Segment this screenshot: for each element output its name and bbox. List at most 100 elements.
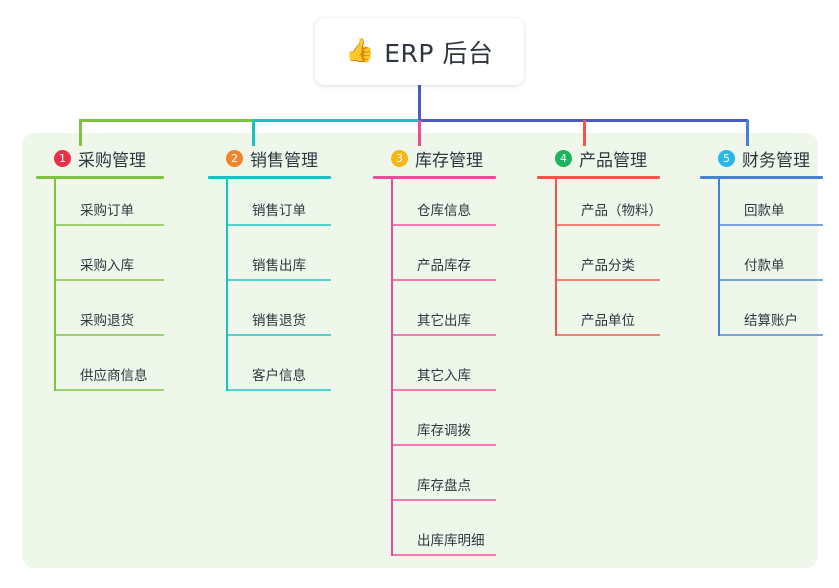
column-header-rule bbox=[36, 176, 164, 179]
column-spine-line bbox=[391, 179, 393, 556]
column-items: 销售订单销售出库销售退货客户信息 bbox=[226, 179, 331, 399]
column-items: 产品（物料） 产品分类产品单位 bbox=[555, 179, 662, 344]
menu-item-label: 出库库明细 bbox=[417, 533, 485, 549]
menu-item[interactable]: 销售订单 bbox=[226, 179, 331, 234]
column-header[interactable]: 2 销售管理 bbox=[208, 145, 331, 171]
menu-item-label: 产品（物料） bbox=[581, 203, 662, 219]
menu-item-label: 产品库存 bbox=[417, 258, 471, 274]
column-items: 仓库信息产品库存其它出库其它入库库存调拨库存盘点出库库明细 bbox=[391, 179, 496, 564]
column-产品管理: 4 产品管理产品（物料） 产品分类产品单位 bbox=[537, 145, 662, 344]
menu-item[interactable]: 出库库明细 bbox=[391, 509, 496, 564]
menu-item[interactable]: 销售出库 bbox=[226, 234, 331, 289]
menu-item[interactable]: 仓库信息 bbox=[391, 179, 496, 234]
menu-item[interactable]: 其它出库 bbox=[391, 289, 496, 344]
menu-item-rule bbox=[226, 224, 331, 226]
menu-item-rule bbox=[555, 279, 660, 281]
menu-item-rule bbox=[391, 334, 496, 336]
menu-item[interactable]: 其它入库 bbox=[391, 344, 496, 399]
column-spine-line bbox=[54, 179, 56, 391]
menu-item-rule bbox=[391, 444, 496, 446]
column-title: 产品管理 bbox=[579, 150, 647, 171]
menu-item[interactable]: 采购订单 bbox=[54, 179, 164, 234]
column-header[interactable]: 5 财务管理 bbox=[700, 145, 823, 171]
menu-item-label: 回款单 bbox=[744, 203, 785, 219]
menu-item-label: 供应商信息 bbox=[80, 368, 148, 384]
menu-item-rule bbox=[391, 279, 496, 281]
menu-item[interactable]: 产品（物料） bbox=[555, 179, 662, 234]
menu-item[interactable]: 供应商信息 bbox=[54, 344, 164, 399]
column-title: 库存管理 bbox=[415, 150, 483, 171]
menu-item-label: 销售退货 bbox=[252, 313, 306, 329]
menu-item[interactable]: 库存盘点 bbox=[391, 454, 496, 509]
menu-item-label: 销售出库 bbox=[252, 258, 306, 274]
menu-item-label: 采购入库 bbox=[80, 258, 134, 274]
menu-item-rule bbox=[391, 554, 496, 556]
menu-item[interactable]: 产品库存 bbox=[391, 234, 496, 289]
menu-item-rule bbox=[718, 279, 823, 281]
column-header-rule bbox=[537, 176, 660, 179]
column-header[interactable]: 1 采购管理 bbox=[36, 145, 164, 171]
column-number-badge: 2 bbox=[226, 149, 243, 167]
column-header[interactable]: 4 产品管理 bbox=[537, 145, 660, 171]
menu-item-rule bbox=[391, 224, 496, 226]
menu-item-rule bbox=[54, 389, 164, 391]
menu-item[interactable]: 客户信息 bbox=[226, 344, 331, 399]
menu-item[interactable]: 采购入库 bbox=[54, 234, 164, 289]
menu-item[interactable]: 结算账户 bbox=[718, 289, 823, 344]
column-采购管理: 1 采购管理采购订单采购入库采购退货供应商信息 bbox=[36, 145, 164, 399]
menu-item-label: 销售订单 bbox=[252, 203, 306, 219]
menu-item-label: 仓库信息 bbox=[417, 203, 471, 219]
column-财务管理: 5 财务管理回款单付款单结算账户 bbox=[700, 145, 823, 344]
column-header-rule bbox=[208, 176, 331, 179]
menu-item-label: 其它出库 bbox=[417, 313, 471, 329]
menu-item-rule bbox=[555, 224, 660, 226]
column-title: 采购管理 bbox=[78, 150, 146, 171]
menu-item-rule bbox=[718, 224, 823, 226]
menu-item-label: 采购订单 bbox=[80, 203, 134, 219]
menu-item-rule bbox=[54, 224, 164, 226]
menu-item[interactable]: 付款单 bbox=[718, 234, 823, 289]
menu-item-rule bbox=[391, 499, 496, 501]
column-spine-line bbox=[555, 179, 557, 336]
menu-item-label: 其它入库 bbox=[417, 368, 471, 384]
column-spine-line bbox=[226, 179, 228, 391]
menu-item-rule bbox=[54, 334, 164, 336]
column-items: 回款单付款单结算账户 bbox=[718, 179, 823, 344]
column-header-rule bbox=[373, 176, 496, 179]
menu-item[interactable]: 销售退货 bbox=[226, 289, 331, 344]
menu-item-label: 付款单 bbox=[744, 258, 785, 274]
thumbs-up-icon: 👍 bbox=[345, 38, 375, 64]
menu-item-rule bbox=[718, 334, 823, 336]
menu-item-label: 结算账户 bbox=[744, 313, 798, 329]
column-销售管理: 2 销售管理销售订单销售出库销售退货客户信息 bbox=[208, 145, 331, 399]
column-items: 采购订单采购入库采购退货供应商信息 bbox=[54, 179, 164, 399]
column-number-badge: 5 bbox=[718, 149, 735, 167]
menu-item[interactable]: 库存调拨 bbox=[391, 399, 496, 454]
menu-item[interactable]: 产品单位 bbox=[555, 289, 660, 344]
menu-item-rule bbox=[54, 279, 164, 281]
menu-item-label: 库存调拨 bbox=[417, 423, 471, 439]
column-库存管理: 3 库存管理仓库信息产品库存其它出库其它入库库存调拨库存盘点出库库明细 bbox=[373, 145, 496, 564]
menu-item-label: 产品单位 bbox=[581, 313, 635, 329]
column-number-badge: 4 bbox=[555, 149, 572, 167]
column-number-badge: 3 bbox=[391, 149, 408, 167]
column-header[interactable]: 3 库存管理 bbox=[373, 145, 496, 171]
menu-item[interactable]: 回款单 bbox=[718, 179, 823, 234]
menu-item-rule bbox=[226, 279, 331, 281]
menu-item-label: 产品分类 bbox=[581, 258, 635, 274]
menu-item-label: 采购退货 bbox=[80, 313, 134, 329]
menu-item[interactable]: 产品分类 bbox=[555, 234, 660, 289]
root-node[interactable]: 👍 ERP 后台 bbox=[315, 18, 524, 85]
column-number-badge: 1 bbox=[54, 149, 71, 167]
menu-item-label: 库存盘点 bbox=[417, 478, 471, 494]
column-title: 财务管理 bbox=[742, 150, 810, 171]
column-spine-line bbox=[718, 179, 720, 336]
root-title: ERP 后台 bbox=[384, 38, 494, 68]
column-header-rule bbox=[700, 176, 823, 179]
menu-item-rule bbox=[226, 389, 331, 391]
column-title: 销售管理 bbox=[250, 150, 318, 171]
diagram-background-panel bbox=[22, 133, 818, 568]
menu-item[interactable]: 采购退货 bbox=[54, 289, 164, 344]
menu-item-rule bbox=[391, 389, 496, 391]
